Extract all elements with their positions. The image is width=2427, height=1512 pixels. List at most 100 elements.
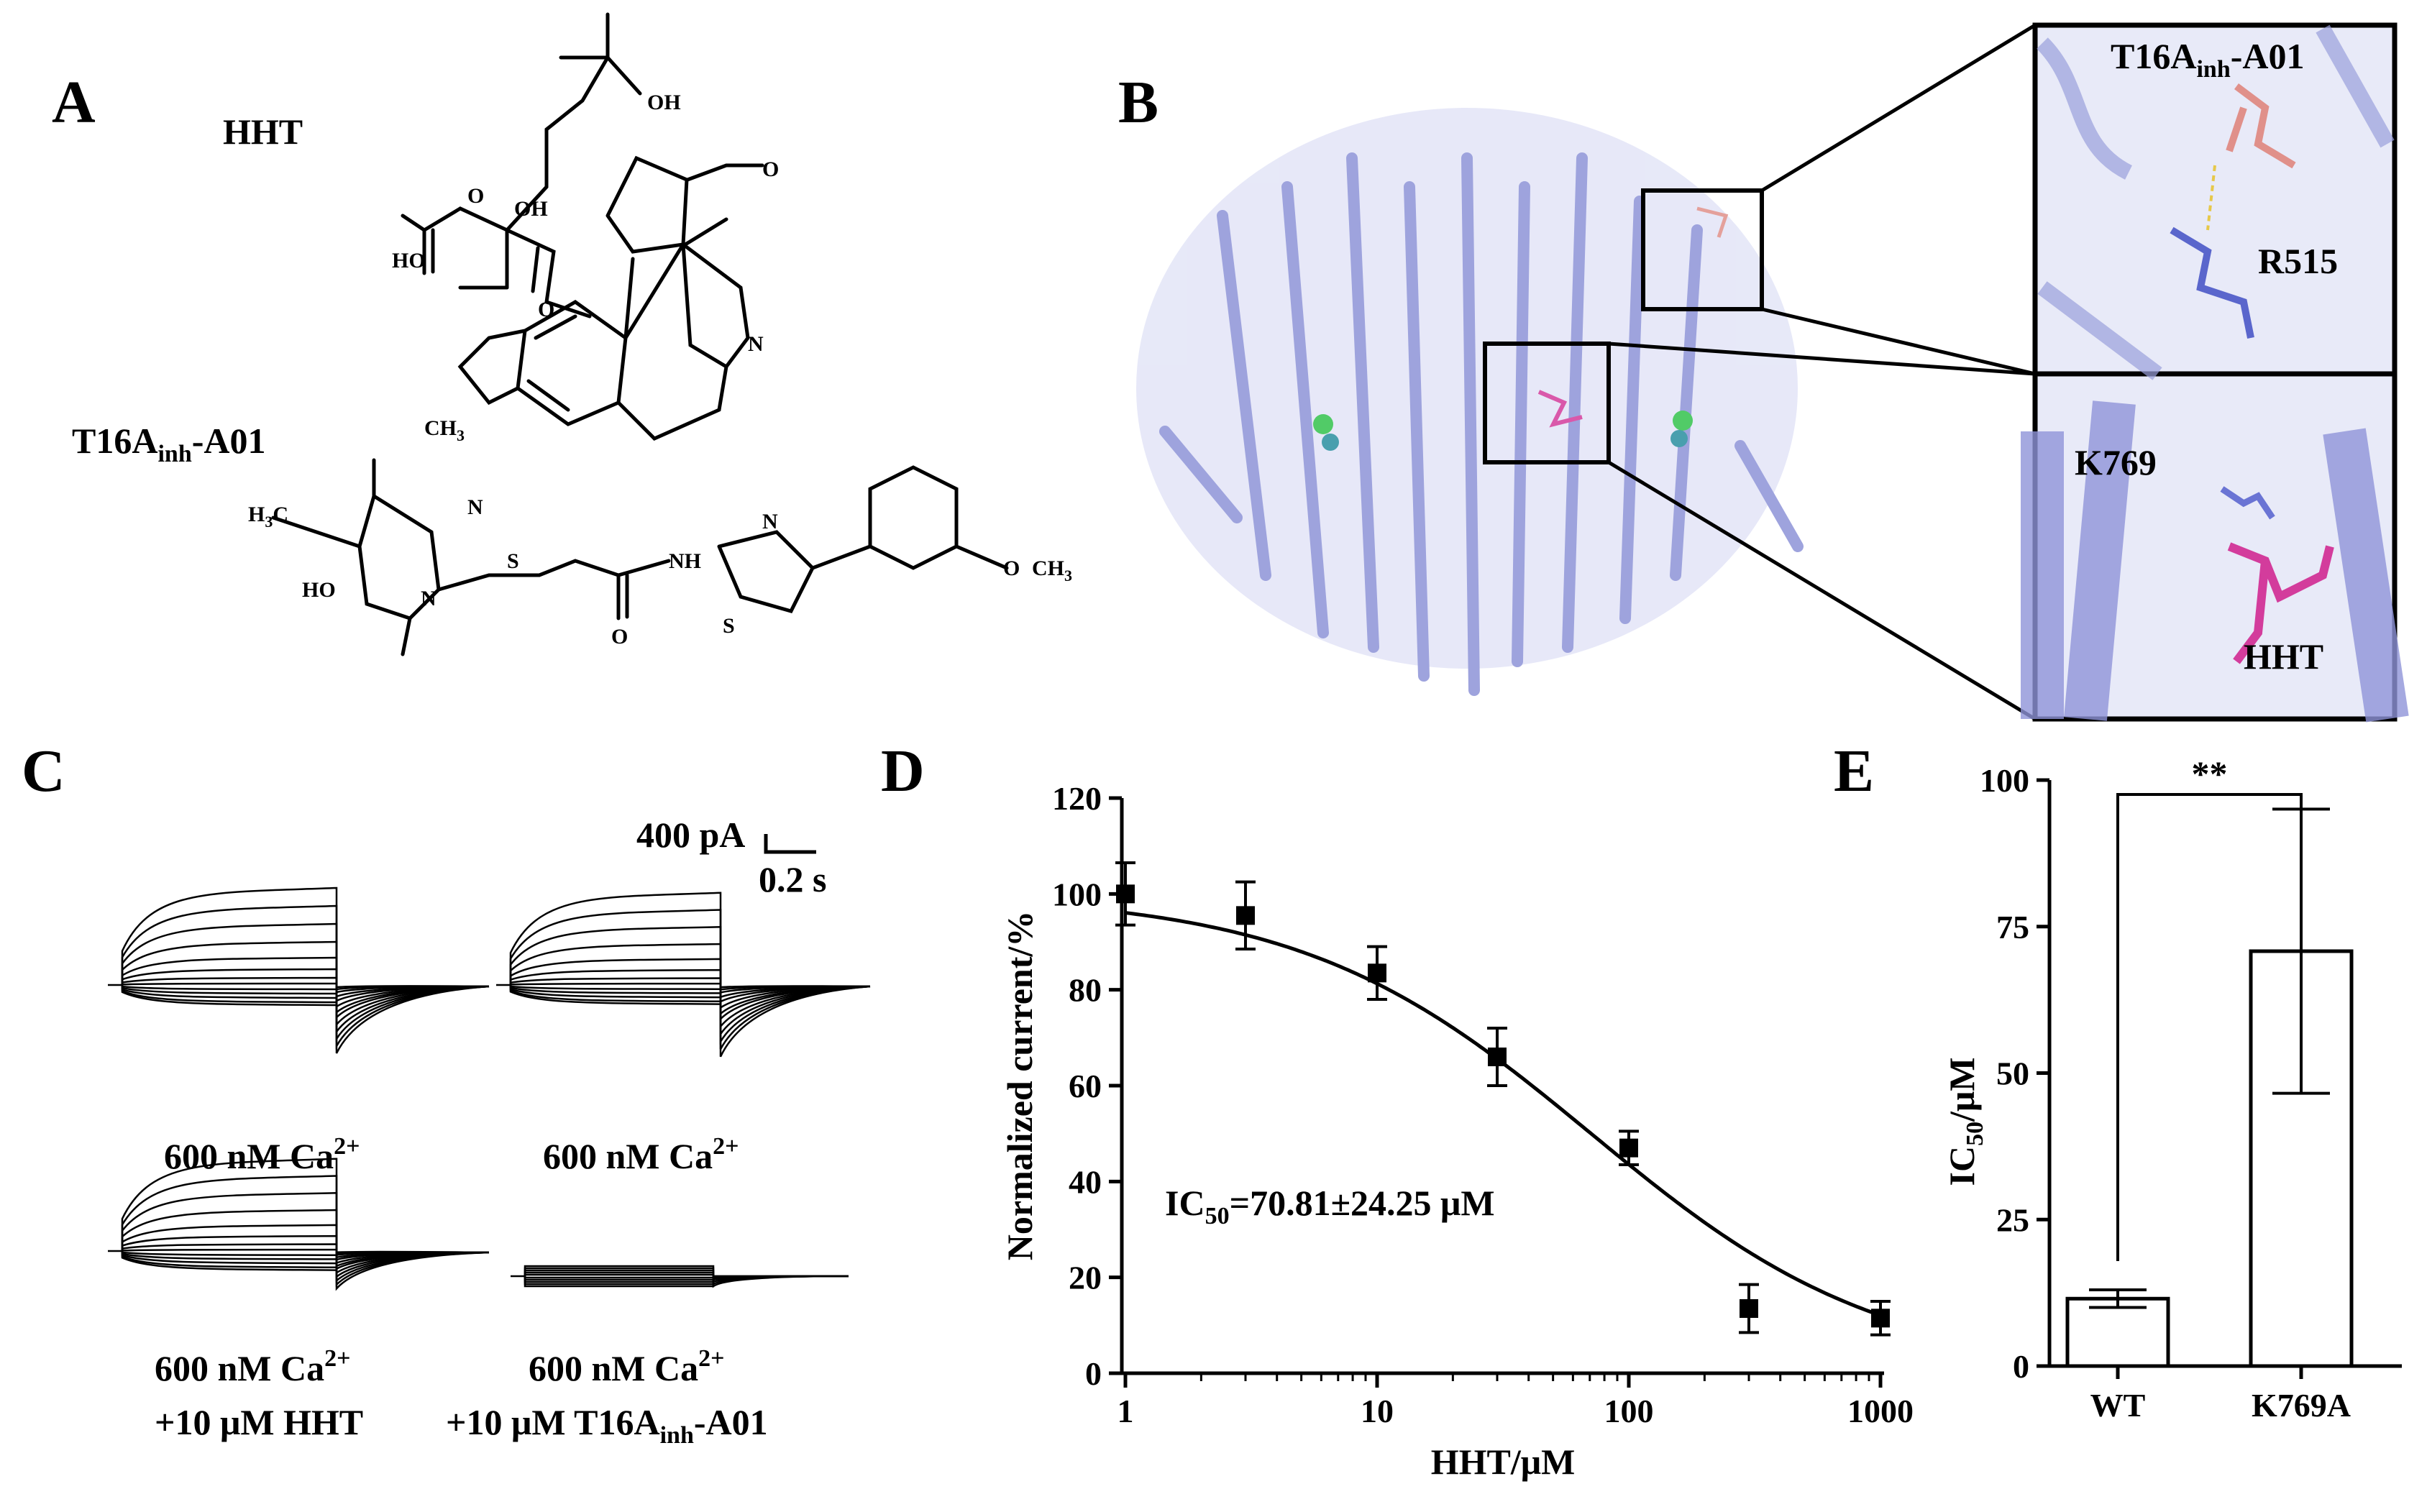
atom-o-meth: O: [1003, 556, 1020, 580]
e-y-tick-label: 100: [1980, 762, 2029, 799]
atom-s-thz: S: [723, 614, 735, 638]
atom-n-1: N: [467, 495, 483, 519]
atom-ch3-meth: CH3: [1032, 556, 1072, 585]
atom-n-ring: N: [748, 332, 764, 356]
trace-sweep: [121, 968, 490, 1020]
panel-e-letter: E: [1834, 738, 1874, 805]
d-x-tick-label: 1000: [1847, 1393, 1914, 1429]
atom-oh-mid: OH: [514, 197, 548, 221]
trace-sweep: [121, 904, 490, 1050]
atom-ho-pyr: HO: [302, 578, 336, 602]
atom-o-1: O: [467, 184, 484, 208]
atom-h3c: H3C: [248, 503, 288, 531]
trace-group: [108, 886, 871, 1291]
trace-sweep: [509, 892, 871, 1058]
inset-top-ligand-label: T16Ainh-A01: [2111, 36, 2305, 83]
current-trace-4: [511, 1265, 849, 1288]
trace-sweep: [121, 886, 490, 1054]
trace-3-caption-line1: 600 nM Ca2+: [155, 1345, 350, 1388]
e-x-tick-label: K769A: [2252, 1387, 2351, 1424]
trace-sweep: [121, 982, 490, 1009]
current-trace-1: [108, 886, 490, 1054]
trace-1-caption: 600 nM Ca2+: [164, 1133, 360, 1176]
atom-nh: NH: [669, 549, 701, 573]
d-data-point: [1487, 1048, 1507, 1066]
atom-ch3-top: CH3: [424, 416, 465, 444]
highlight-box-bottom: [1483, 342, 1611, 464]
inset-top: [2032, 22, 2398, 377]
d-data-point: [1739, 1299, 1758, 1318]
trace-sweep: [121, 985, 490, 1002]
d-x-tick-label: 1: [1117, 1393, 1134, 1429]
d-y-tick-label: 100: [1052, 876, 1102, 912]
d-data-point: [1116, 884, 1135, 904]
panel-a-letter: A: [52, 69, 96, 136]
scale-time: 0.2 s: [759, 859, 826, 899]
trace-sweep: [121, 985, 490, 1007]
t16a-structure: [271, 458, 1009, 656]
e-significance-bracket: [2116, 793, 2303, 1262]
d-y-tick-label: 60: [1069, 1068, 1102, 1104]
panel-c: C 400 pA 0.2 s 600 nM Ca2+ 600 nM Ca2+ 6…: [22, 738, 871, 1449]
highlight-box-top: [1641, 188, 1764, 311]
d-data-point: [1235, 906, 1255, 925]
inset-bottom-ligand-label: HHT: [2244, 636, 2323, 677]
e-x-tick-label: WT: [2090, 1387, 2146, 1424]
hht-structure: [401, 12, 764, 441]
atom-o-amide: O: [611, 625, 628, 649]
scale-current: 400 pA: [636, 815, 745, 855]
atom-s-link: S: [507, 549, 519, 573]
trace-sweep: [509, 985, 871, 1004]
d-data-point: [1871, 1309, 1890, 1328]
atom-o-3: O: [762, 157, 779, 181]
d-fit-curve: [1125, 911, 1881, 1317]
panel-d-letter: D: [881, 738, 925, 805]
trace-3-caption-line2: +10 μM HHT: [155, 1402, 363, 1442]
trace-sweep: [121, 940, 490, 1035]
zoom-lines: [1607, 23, 2037, 721]
trace-sweep: [509, 909, 871, 1050]
trace-sweep: [509, 968, 871, 1022]
t16-label: T16Ainh-A01: [72, 421, 266, 467]
trace-sweep: [509, 925, 871, 1045]
trace-sweep: [509, 943, 871, 1037]
atom-ho-left: HO: [392, 249, 426, 272]
inset-top-residue-label: R515: [2258, 241, 2338, 281]
e-error-bar: [2089, 1288, 2147, 1309]
e-y-tick-label: 0: [2013, 1348, 2029, 1385]
e-significance-label: **: [2192, 753, 2228, 794]
ic50-annotation: IC50=70.81±24.25 μM: [1165, 1183, 1495, 1229]
trace-4-caption-line1: 600 nM Ca2+: [529, 1345, 724, 1388]
d-data-point: [1619, 1138, 1638, 1158]
inset-bottom-drawing: [2021, 400, 2409, 723]
trace-sweep: [121, 956, 490, 1027]
current-trace-3: [108, 1158, 490, 1291]
d-data-point: [1368, 963, 1386, 983]
hht-label: HHT: [223, 111, 303, 152]
trace-sweep: [121, 1250, 490, 1271]
d-y-tick-label: 120: [1052, 780, 1102, 817]
atom-oh-top: OH: [647, 91, 681, 114]
trace-sweep: [509, 985, 871, 1005]
d-y-tick-label: 80: [1069, 972, 1102, 1009]
trace-sweep: [509, 977, 871, 1016]
trace-sweep: [509, 985, 871, 999]
d-y-tick-label: 40: [1069, 1163, 1102, 1200]
d-y-tick-label: 0: [1085, 1355, 1102, 1392]
scale-bar: [764, 834, 816, 854]
inset-bottom-residue-label: K769: [2075, 442, 2157, 482]
panel-b: B: [1118, 22, 2409, 723]
d-y-axis-label: Normalized current/%: [1000, 911, 1040, 1260]
panel-c-letter: C: [22, 738, 65, 805]
e-y-tick-label: 25: [1996, 1201, 2029, 1238]
e-y-tick-label: 50: [1996, 1055, 2029, 1092]
atom-n-2: N: [421, 587, 437, 610]
atom-o-2: O: [538, 298, 554, 321]
trace-sweep: [121, 976, 490, 1014]
trace-sweep: [509, 982, 871, 1009]
trace-sweep: [524, 1275, 849, 1288]
